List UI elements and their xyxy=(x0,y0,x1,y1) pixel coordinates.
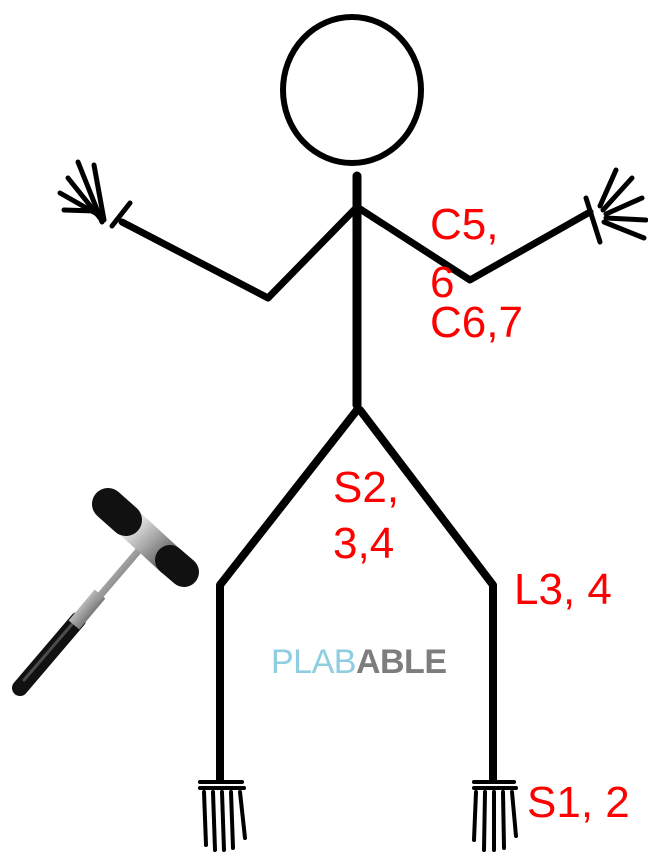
biceps-reflex-label: C5, 6 xyxy=(430,200,499,307)
watermark: PLABABLE xyxy=(271,643,447,681)
triceps-reflex-label: C6,7 xyxy=(430,298,523,347)
right-foot xyxy=(472,780,518,852)
left-arm xyxy=(118,203,361,302)
reflex-hammer-icon xyxy=(12,488,199,696)
ankle-reflex-label: S1, 2 xyxy=(527,778,630,827)
right-leg xyxy=(356,406,497,784)
right-hand xyxy=(583,167,648,245)
knee-reflex-label: L3, 4 xyxy=(514,565,612,614)
watermark-able: ABLE xyxy=(355,643,447,681)
left-hand xyxy=(57,159,133,229)
right-arm xyxy=(353,203,594,284)
knee-reflex-label-upper: S2, 3,4 xyxy=(333,463,400,568)
head xyxy=(280,14,424,166)
left-foot xyxy=(198,780,247,852)
left-leg xyxy=(216,406,361,784)
watermark-plab: PLAB xyxy=(271,643,356,681)
